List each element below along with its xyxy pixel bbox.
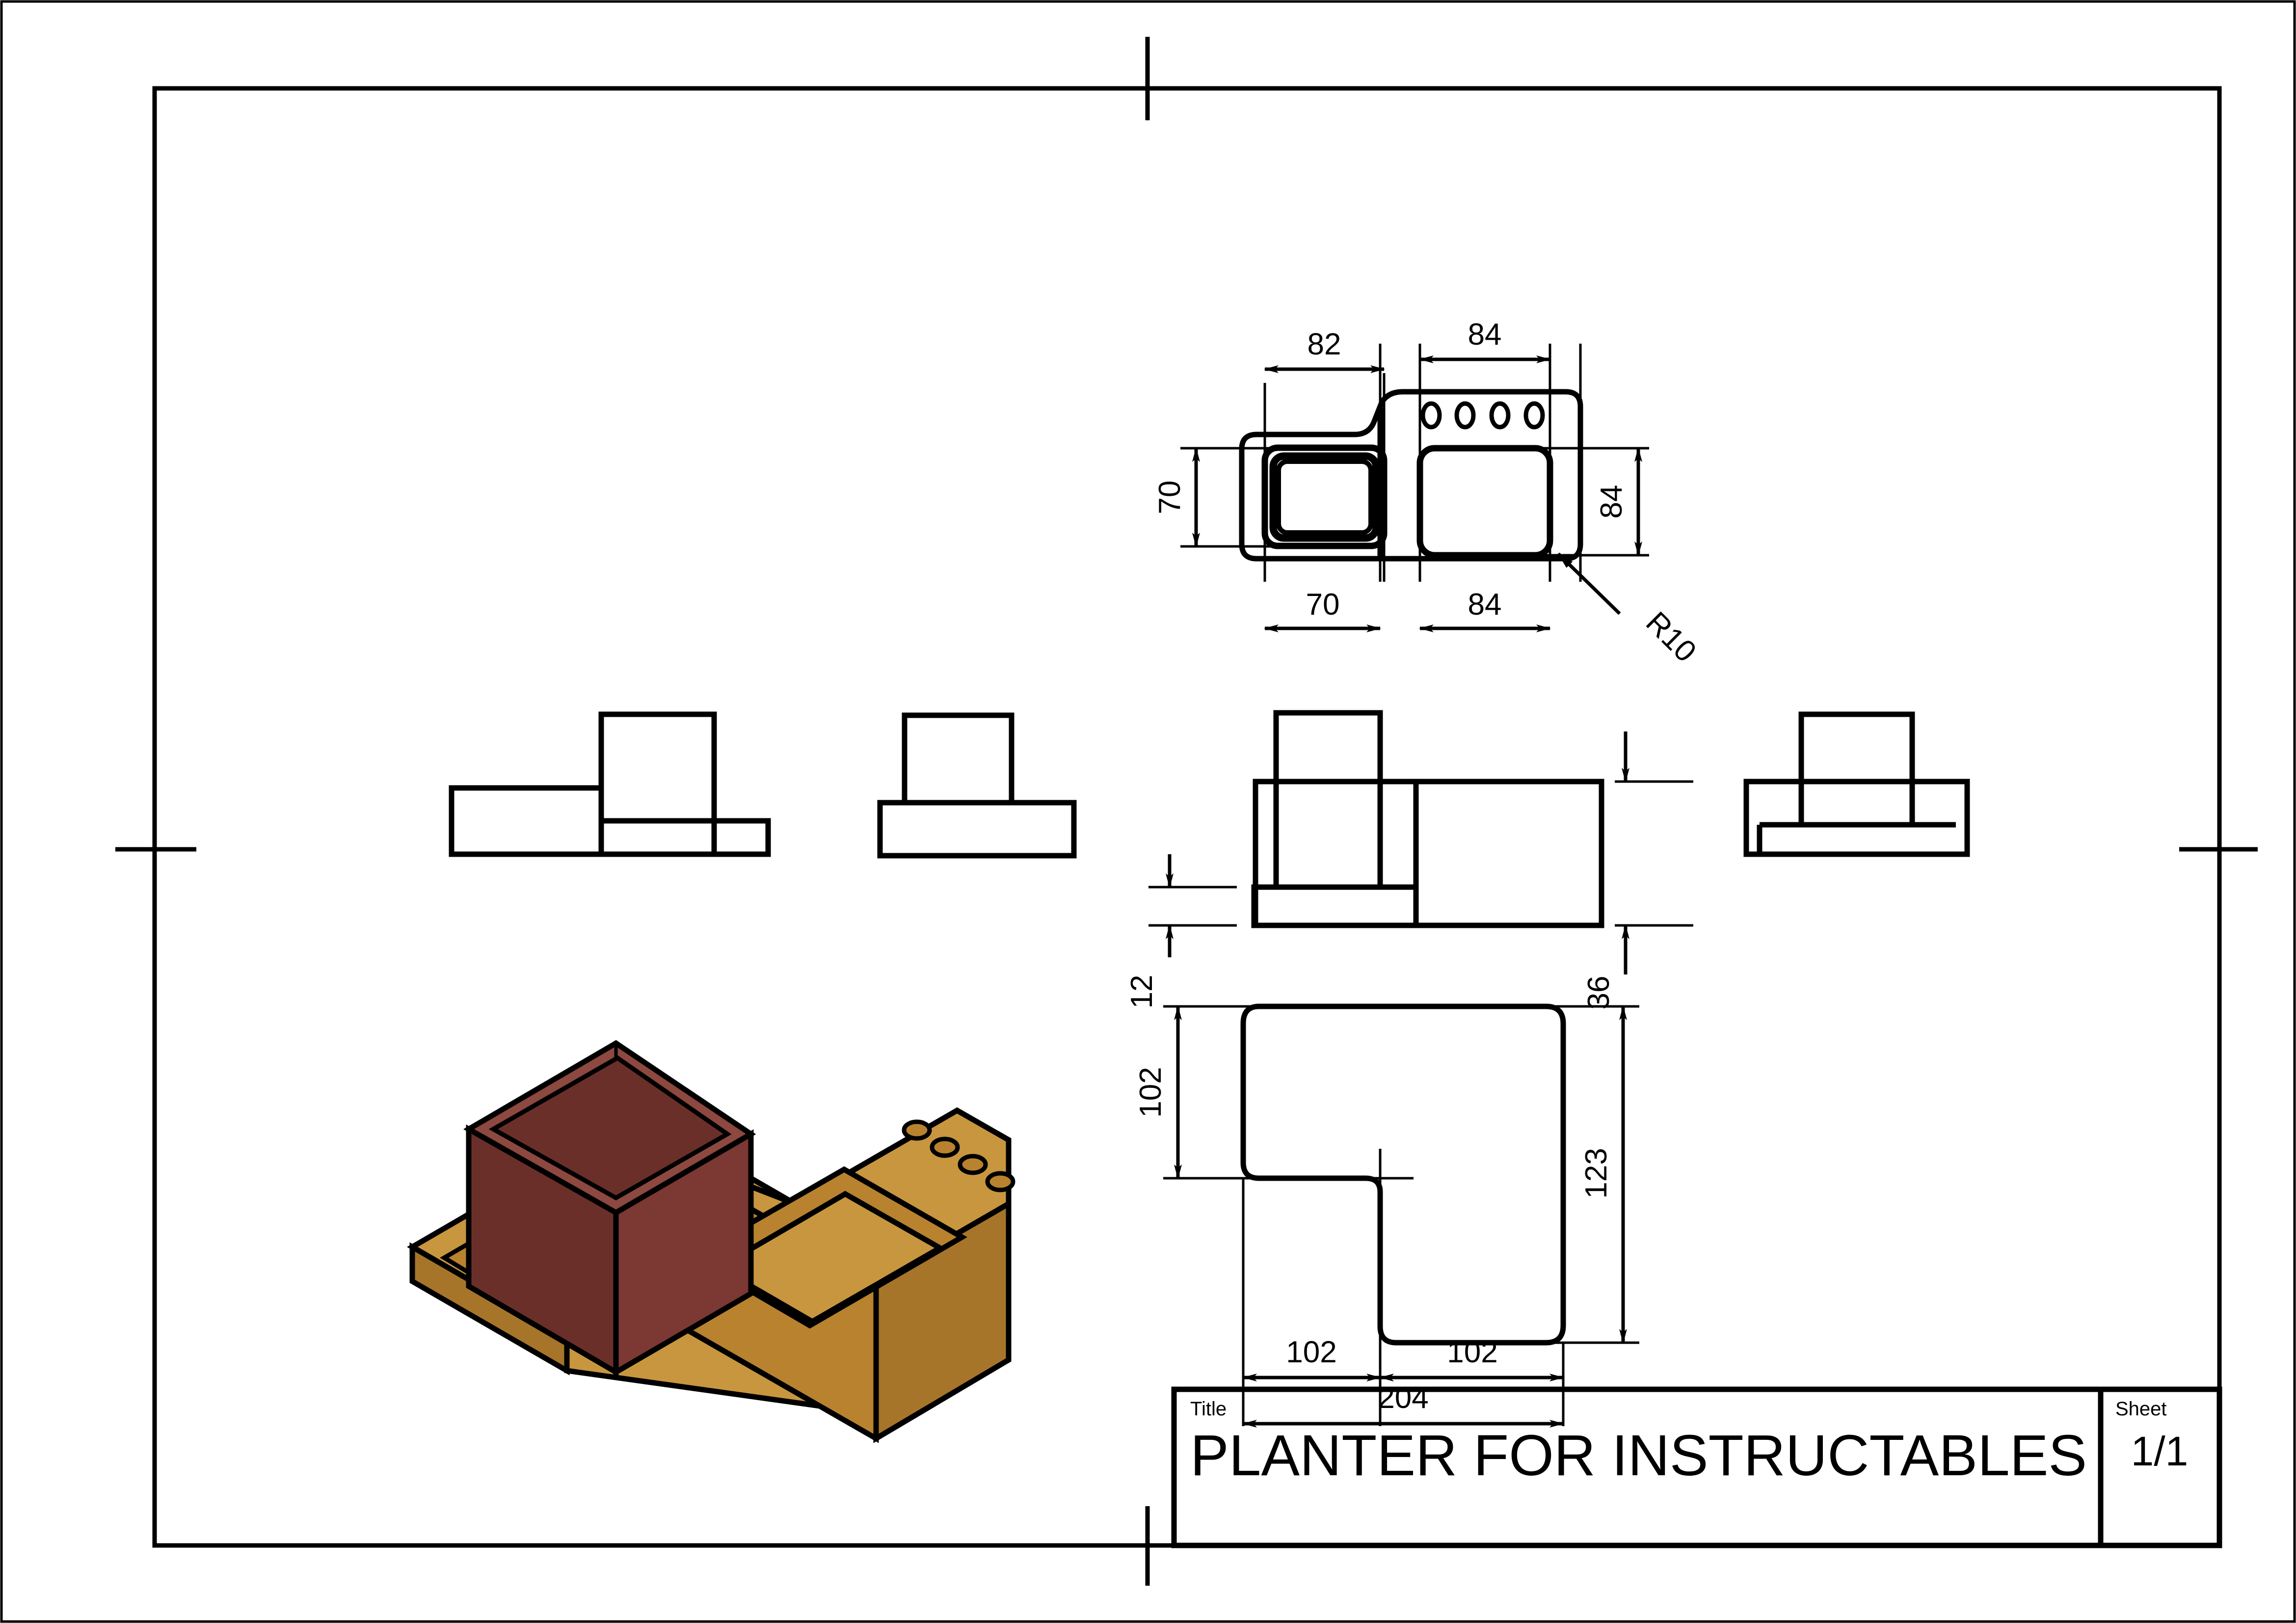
- dim-label-84-bottom: 84: [1468, 588, 1502, 622]
- drain-hole: [1523, 401, 1545, 430]
- dimension-bot-102-b: 102: [1379, 1335, 1564, 1381]
- drain-hole: [1420, 401, 1442, 430]
- title-block: Title PLANTER FOR INSTRUCTABLES Sheet 1/…: [1171, 1386, 2222, 1548]
- dimension-top-84-height: 84: [1595, 447, 1642, 556]
- dim-label-123-height: 123: [1579, 1148, 1613, 1198]
- iso-drain-hole: [930, 1136, 960, 1158]
- dim-label-84-height: 84: [1595, 485, 1629, 519]
- sheet-label: Sheet: [2115, 1398, 2167, 1420]
- dimension-top-84-bottom: 84: [1419, 588, 1551, 632]
- iso-drain-hole: [902, 1119, 932, 1141]
- title-label: Title: [1190, 1398, 1227, 1420]
- dim-label-102-b: 102: [1447, 1335, 1497, 1369]
- dimension-elev-36: 36: [1582, 731, 1629, 1010]
- dimension-bot-102-height: 102: [1134, 1005, 1182, 1179]
- dim-label-r10: R10: [1639, 605, 1703, 669]
- dimension-elev-12: 12: [1125, 854, 1174, 1009]
- elevation-view-3: 12 36: [1125, 710, 1693, 1010]
- dim-label-102-a: 102: [1286, 1335, 1336, 1369]
- dimension-bot-102-a: 102: [1242, 1335, 1381, 1381]
- drawing-title: PLANTER FOR INSTRUCTABLES: [1190, 1423, 2087, 1488]
- dim-label-102-height: 102: [1134, 1067, 1168, 1117]
- dim-label-204: 204: [1378, 1381, 1428, 1415]
- dim-label-70-width: 70: [1306, 588, 1340, 622]
- dim-label-70-height: 70: [1153, 481, 1187, 514]
- dim-label-82: 82: [1308, 327, 1341, 361]
- iso-drain-hole: [985, 1171, 1015, 1192]
- elevation-view-2: [877, 712, 1077, 859]
- elevation-view-1: [449, 711, 771, 857]
- drain-hole: [1454, 401, 1476, 430]
- isometric-view: [407, 1040, 1015, 1443]
- elevation-view-4: [1743, 711, 1970, 857]
- dimension-top-82: 82: [1264, 327, 1385, 373]
- iso-drain-hole: [958, 1154, 988, 1175]
- top-view: 82 84 70 84 70 84 R10: [1153, 318, 1703, 669]
- drain-hole: [1489, 401, 1511, 430]
- dimension-bot-123-height: 123: [1579, 1005, 1627, 1344]
- dimension-top-70-height: 70: [1153, 447, 1200, 547]
- sheet-value: 1/1: [2131, 1428, 2189, 1474]
- iso-tray-recess-floor: [714, 1190, 946, 1325]
- dimension-top-84-width: 84: [1419, 318, 1551, 363]
- bottom-view: 102 123 102 102 204: [1134, 1003, 1639, 1428]
- dim-label-36: 36: [1582, 976, 1616, 1010]
- dim-label-12: 12: [1125, 975, 1159, 1009]
- dim-label-84-width: 84: [1468, 318, 1502, 352]
- dimension-top-70-width: 70: [1264, 588, 1381, 632]
